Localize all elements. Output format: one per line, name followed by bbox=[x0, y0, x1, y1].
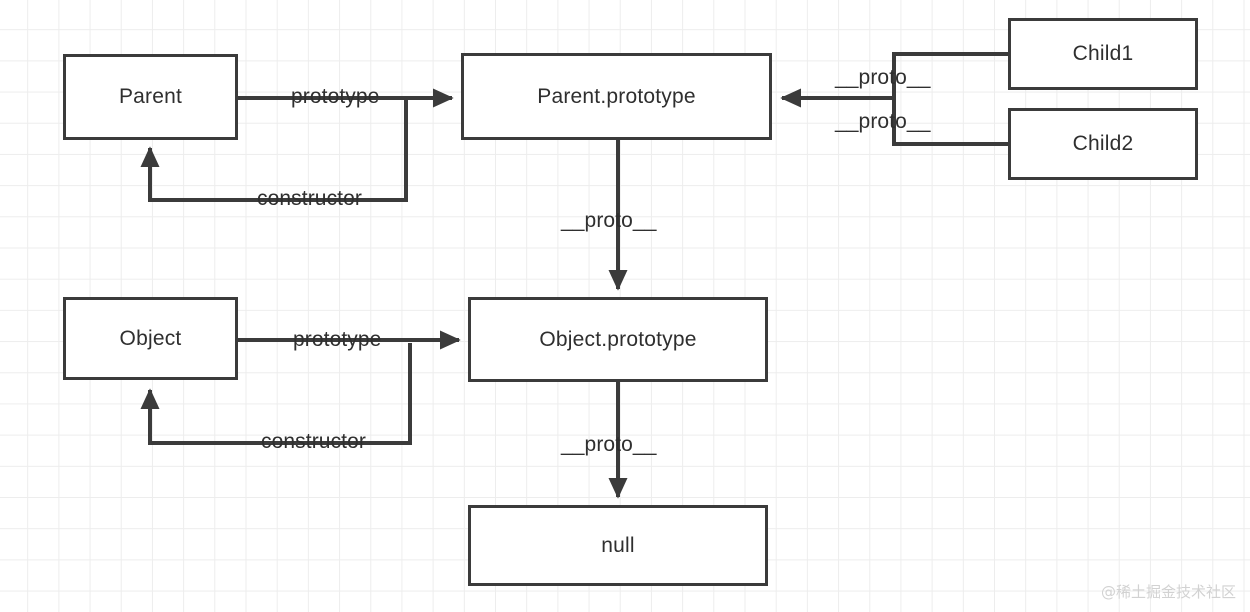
edge-label-object-proto-null: __proto__ bbox=[561, 433, 657, 456]
node-parent-prototype[interactable]: Parent.prototype bbox=[461, 53, 772, 140]
node-child2[interactable]: Child2 bbox=[1008, 108, 1198, 180]
watermark: @稀土掘金技术社区 bbox=[1100, 583, 1236, 601]
edge-label-child1-proto: __proto__ bbox=[835, 66, 931, 89]
edge-label-child2-proto: __proto__ bbox=[835, 110, 931, 133]
node-object[interactable]: Object bbox=[63, 297, 238, 380]
edge-label-object-constructor: constructor bbox=[261, 430, 366, 453]
node-child1[interactable]: Child1 bbox=[1008, 18, 1198, 90]
edge-label-parent-prototype: prototype bbox=[291, 85, 380, 108]
node-null-label: null bbox=[601, 533, 635, 557]
node-parent-prototype-label: Parent.prototype bbox=[537, 84, 696, 108]
node-parent-label: Parent bbox=[118, 85, 183, 108]
node-child1-label: Child1 bbox=[1072, 42, 1134, 65]
node-object-prototype-label: Object.prototype bbox=[539, 327, 697, 351]
edge-label-parent-proto-object: __proto__ bbox=[561, 209, 657, 232]
edge-label-object-prototype: prototype bbox=[293, 328, 382, 351]
node-child2-label: Child2 bbox=[1072, 132, 1134, 155]
edge-label-parent-constructor: constructor bbox=[257, 187, 362, 210]
node-object-prototype[interactable]: Object.prototype bbox=[468, 297, 768, 382]
node-null[interactable]: null bbox=[468, 505, 768, 586]
node-object-label: Object bbox=[119, 326, 182, 350]
node-parent[interactable]: Parent bbox=[63, 54, 238, 140]
